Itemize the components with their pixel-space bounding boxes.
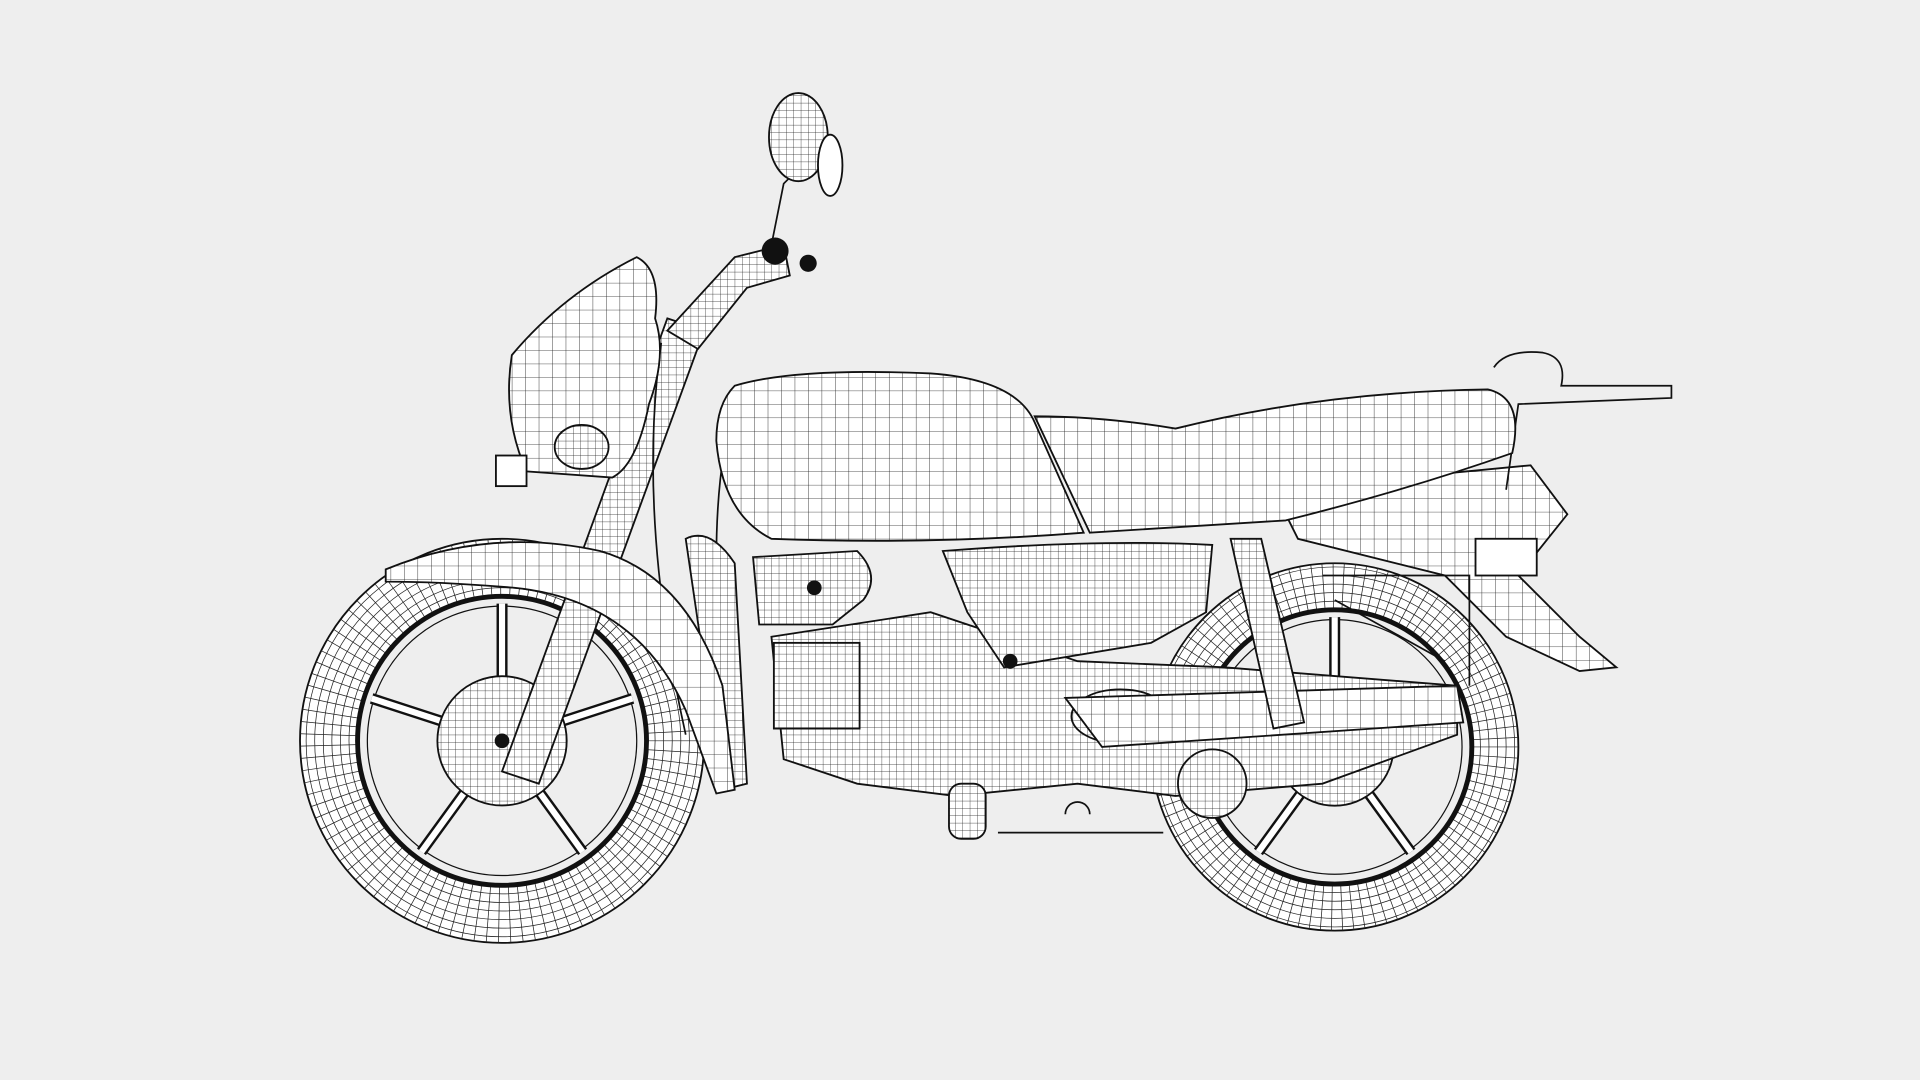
seat [1033,388,1517,534]
side-panels [752,541,1214,669]
rear-fender-and-rack [1272,351,1673,672]
headlight-fairing [495,256,661,488]
front-fender [384,541,736,795]
handlebar-and-mirror [665,92,844,351]
exhaust-and-shock [1063,537,1471,748]
front-wheel [299,537,705,944]
fuel-tank [715,371,1086,542]
